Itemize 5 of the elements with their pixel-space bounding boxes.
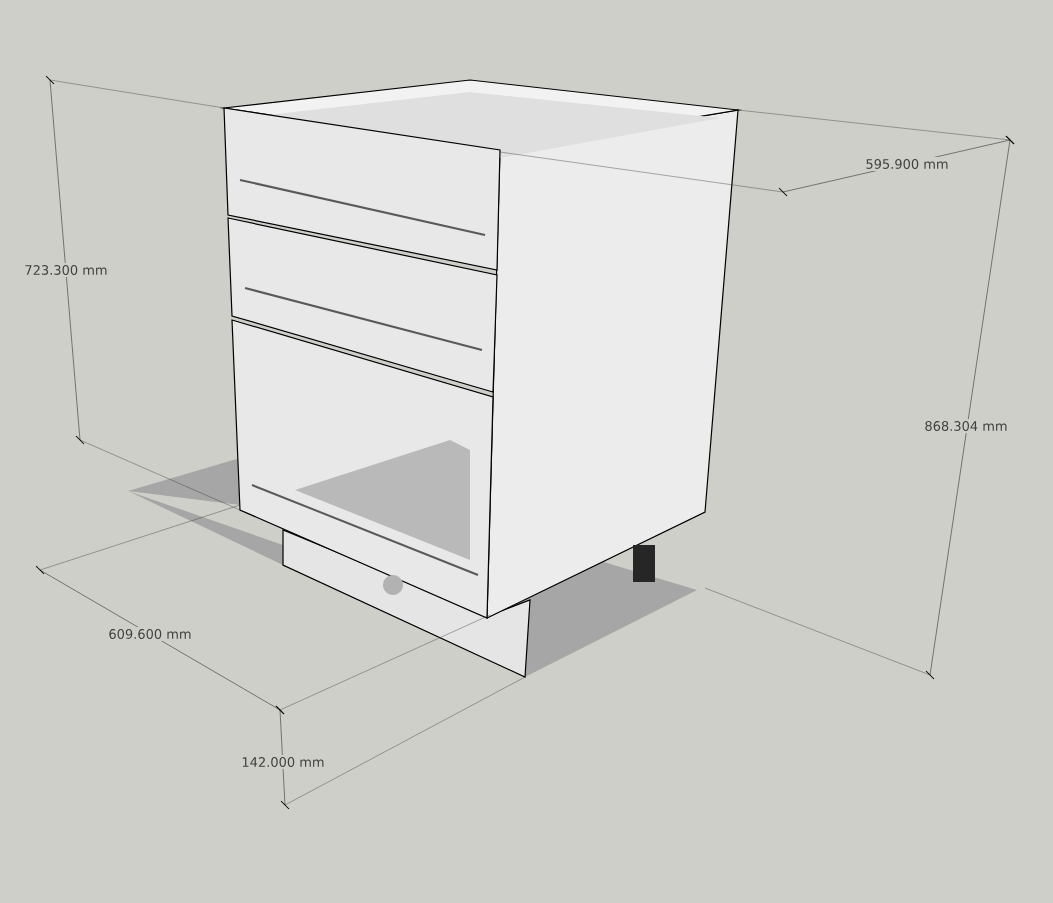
dimension-label: 595.900 mm bbox=[863, 157, 951, 171]
dimension-label: 723.300 mm bbox=[22, 263, 110, 277]
dimension-label: 609.600 mm bbox=[106, 627, 194, 641]
dimension-label: 142.000 mm bbox=[239, 755, 327, 769]
dimension-label: 868.304 mm bbox=[922, 419, 1010, 433]
